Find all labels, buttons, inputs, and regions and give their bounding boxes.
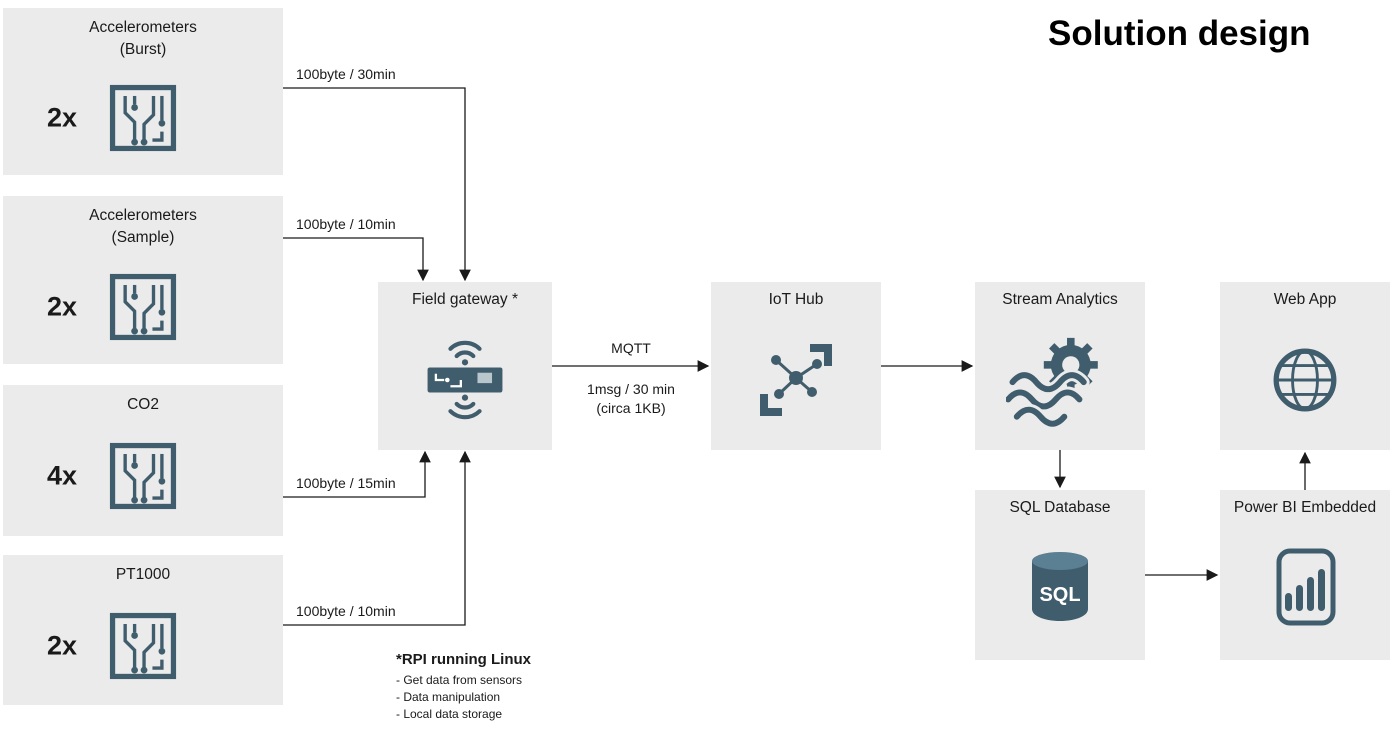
- sensor-count: 4x: [47, 460, 78, 491]
- sensor-title-line1: Accelerometers: [89, 19, 197, 36]
- mqtt-rate-label: 1msg / 30 min: [587, 381, 675, 397]
- web-app-icon: [1257, 309, 1353, 450]
- sensor-box-co2: CO2 4x: [3, 385, 283, 536]
- node-iot-hub: IoT Hub: [711, 282, 881, 450]
- sensor-count: 2x: [47, 630, 78, 661]
- sensor-title: CO2: [3, 385, 283, 416]
- sensor-title-line2: (Sample): [111, 229, 175, 247]
- node-label: Field gateway *: [412, 291, 518, 308]
- sensor-count: 2x: [47, 102, 78, 133]
- footnote-item: - Local data storage: [396, 707, 503, 721]
- footnote: *RPI running Linux - Get data from senso…: [396, 651, 531, 723]
- stream-analytics-icon: [1006, 309, 1114, 450]
- node-sql-database: SQL Database: [975, 490, 1145, 660]
- mqtt-protocol-label: MQTT: [611, 340, 651, 356]
- footnote-item: - Get data from sensors: [396, 673, 523, 687]
- sensor-title-line2: (Burst): [119, 41, 167, 59]
- sql-database-icon: [1010, 517, 1110, 660]
- footnote-title: *RPI running Linux: [396, 651, 531, 668]
- footnote-item: - Data manipulation: [396, 690, 501, 704]
- sensor-title-line1: PT1000: [115, 566, 171, 583]
- sensor-chip-icon: [101, 434, 185, 518]
- sensor-title-line1: CO2: [127, 396, 159, 413]
- rate-label-accelerometers-burst: 100byte / 30min: [296, 66, 396, 82]
- sensor-title: Accelerometers (Sample): [3, 196, 283, 250]
- node-power-bi-embedded: Power BI Embedded: [1220, 490, 1390, 660]
- node-web-app: Web App: [1220, 282, 1390, 450]
- sensor-box-accelerometers-sample: Accelerometers (Sample) 2x: [3, 196, 283, 364]
- sensor-title-line1: Accelerometers: [89, 207, 197, 224]
- sensor-box-pt1000: PT1000 2x: [3, 555, 283, 705]
- node-stream-analytics: Stream Analytics: [975, 282, 1145, 450]
- node-field-gateway: Field gateway *: [378, 282, 552, 450]
- sensor-chip-icon: [101, 604, 185, 688]
- rate-label-accelerometers-sample: 100byte / 10min: [296, 216, 396, 232]
- iot-hub-icon: [746, 309, 846, 450]
- sensor-chip-icon: [101, 265, 185, 349]
- rate-label-pt1000: 100byte / 10min: [296, 603, 396, 619]
- sensor-chip-icon: [101, 76, 185, 160]
- edge-sample-to-gateway: [283, 237, 429, 282]
- mqtt-size-label: (circa 1KB): [596, 400, 666, 416]
- node-label: SQL Database: [1009, 499, 1111, 516]
- sensor-box-accelerometers-burst: Accelerometers (Burst) 2x: [3, 8, 283, 175]
- node-label: Stream Analytics: [1002, 291, 1118, 308]
- sensor-count: 2x: [47, 291, 78, 322]
- sensor-title: Accelerometers (Burst): [3, 8, 283, 62]
- node-label: Power BI Embedded: [1233, 499, 1377, 516]
- sensor-title: PT1000: [3, 555, 283, 586]
- rate-label-co2: 100byte / 15min: [296, 475, 396, 491]
- diagram-title: Solution design: [1048, 14, 1311, 53]
- node-label: IoT Hub: [768, 291, 824, 308]
- edge-burst-to-gateway: [283, 87, 471, 282]
- node-label: Web App: [1273, 291, 1337, 308]
- power-bi-icon: [1255, 517, 1355, 660]
- field-gateway-icon: [413, 309, 517, 450]
